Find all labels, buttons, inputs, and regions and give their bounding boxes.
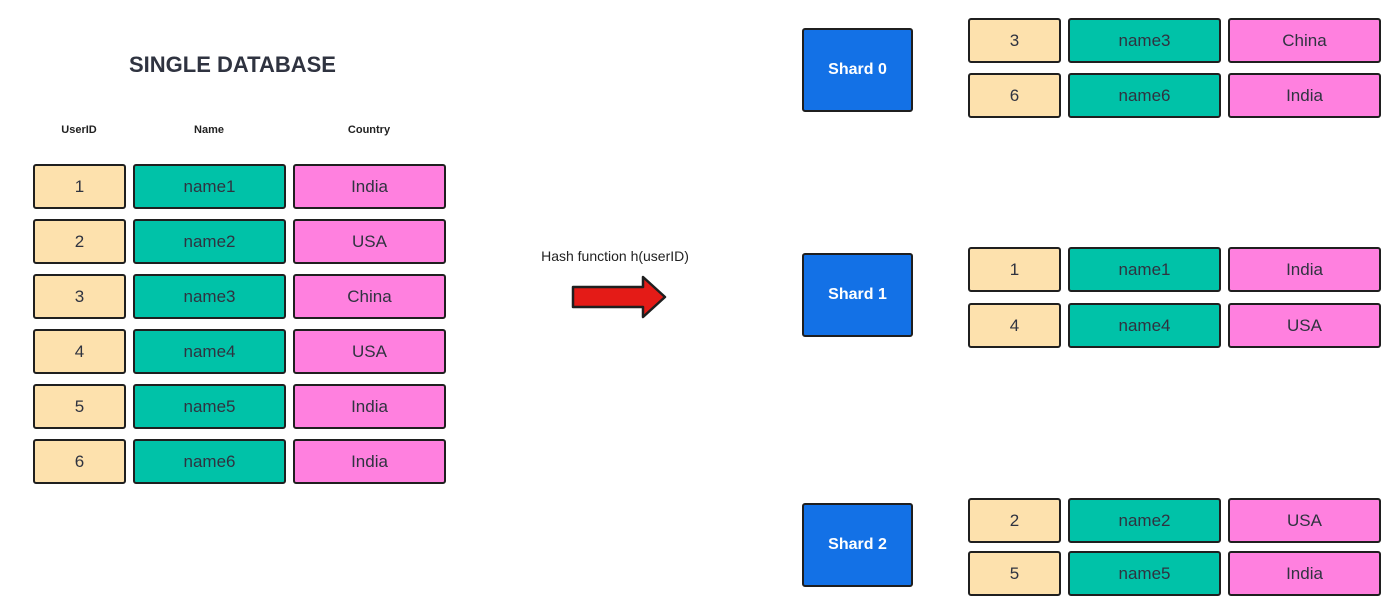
userid-cell: 6 xyxy=(33,439,126,484)
userid-cell: 5 xyxy=(33,384,126,429)
shard-0-box: Shard 0 xyxy=(802,28,913,112)
userid-cell: 1 xyxy=(968,247,1061,292)
name-cell: name6 xyxy=(133,439,286,484)
name-cell: name2 xyxy=(133,219,286,264)
name-cell: name6 xyxy=(1068,73,1221,118)
name-cell: name2 xyxy=(1068,498,1221,543)
userid-cell: 6 xyxy=(968,73,1061,118)
name-cell: name4 xyxy=(133,329,286,374)
country-cell: USA xyxy=(293,329,446,374)
userid-cell: 3 xyxy=(33,274,126,319)
country-cell: USA xyxy=(1228,303,1381,348)
userid-cell: 1 xyxy=(33,164,126,209)
userid-cell: 5 xyxy=(968,551,1061,596)
userid-header: UserID xyxy=(61,124,97,136)
country-cell: India xyxy=(1228,247,1381,292)
name-cell: name5 xyxy=(1068,551,1221,596)
country-cell: India xyxy=(1228,73,1381,118)
country-cell: India xyxy=(293,439,446,484)
name-cell: name3 xyxy=(133,274,286,319)
shard-2-box: Shard 2 xyxy=(802,503,913,587)
name-cell: name5 xyxy=(133,384,286,429)
country-header: Country xyxy=(347,124,391,136)
userid-cell: 2 xyxy=(33,219,126,264)
country-cell: USA xyxy=(293,219,446,264)
hash-function-label: Hash function h(userID) xyxy=(541,248,689,264)
name-header: Name xyxy=(194,124,224,136)
name-cell: name4 xyxy=(1068,303,1221,348)
country-cell: India xyxy=(293,384,446,429)
userid-cell: 2 xyxy=(968,498,1061,543)
country-cell: India xyxy=(293,164,446,209)
country-cell: USA xyxy=(1228,498,1381,543)
userid-cell: 4 xyxy=(968,303,1061,348)
country-cell: China xyxy=(293,274,446,319)
right-arrow-icon xyxy=(571,275,667,319)
single-database-title: SINGLE DATABASE xyxy=(129,52,336,77)
country-cell: India xyxy=(1228,551,1381,596)
userid-cell: 3 xyxy=(968,18,1061,63)
name-cell: name1 xyxy=(1068,247,1221,292)
shard-1-box: Shard 1 xyxy=(802,253,913,337)
name-cell: name3 xyxy=(1068,18,1221,63)
userid-cell: 4 xyxy=(33,329,126,374)
name-cell: name1 xyxy=(133,164,286,209)
country-cell: China xyxy=(1228,18,1381,63)
